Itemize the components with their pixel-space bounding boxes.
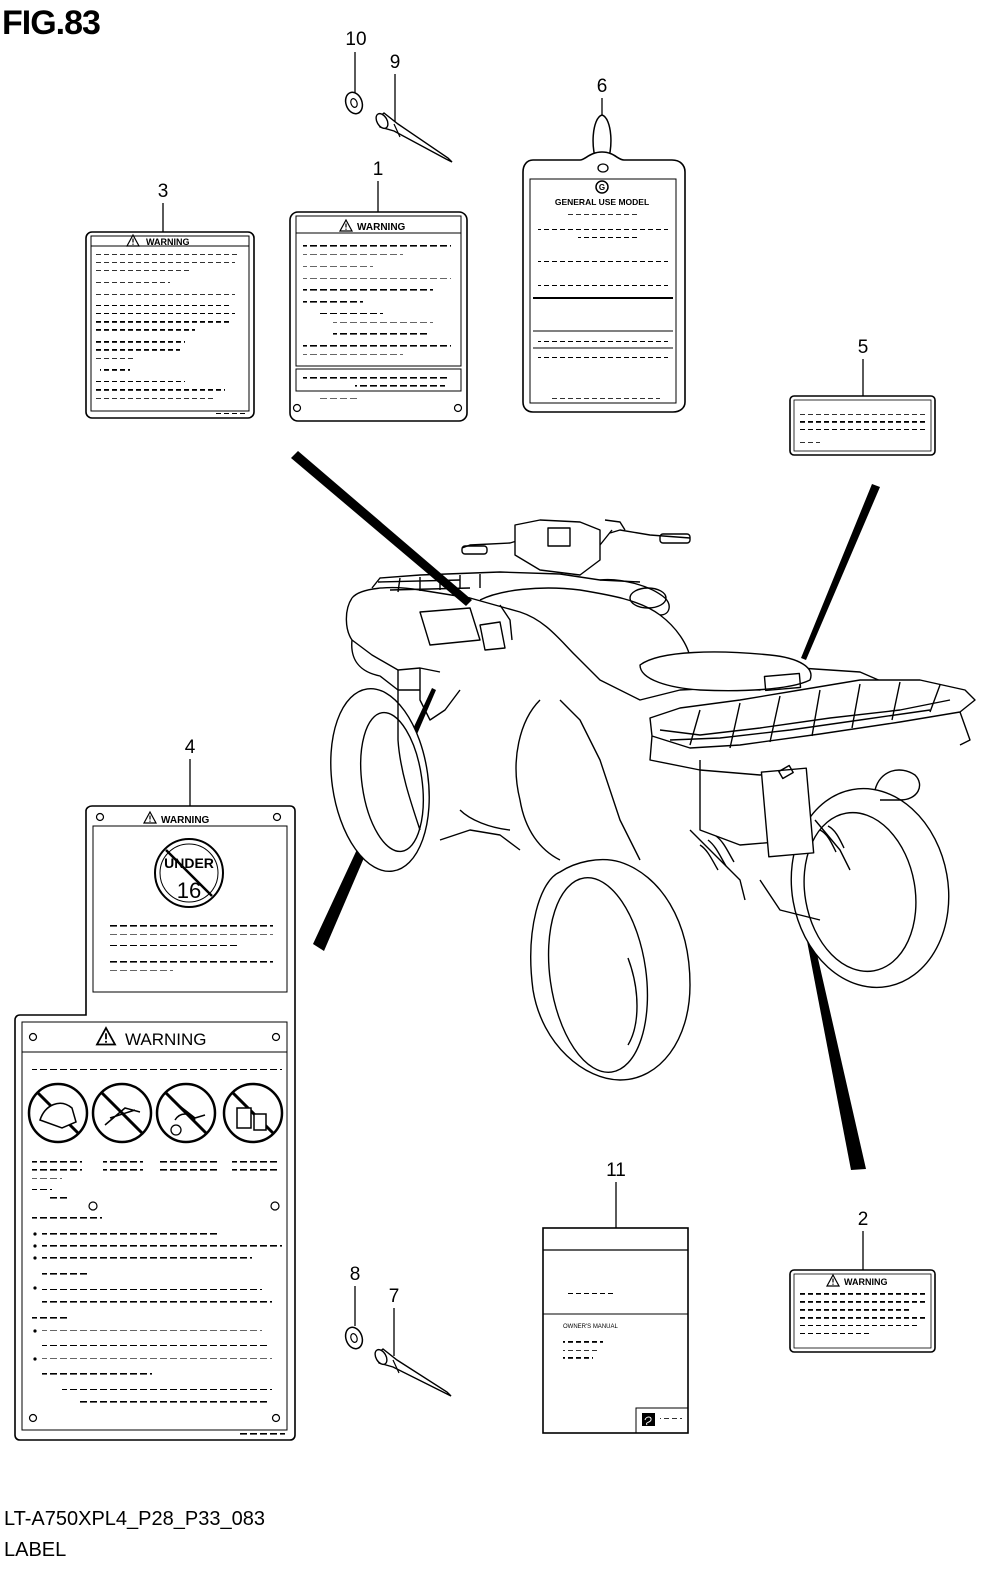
callout-3-label: 3 [158,181,169,202]
rivet-9 [375,112,453,163]
label-4-under: UNDER [164,855,214,871]
label-4-warning-main: WARNING [125,1030,207,1049]
label-11: OWNER'S MANUAL [542,1227,689,1434]
label-11-title: OWNER'S MANUAL [563,1324,618,1330]
label-1-warning: WARNING [357,222,406,233]
label-3: WARNING [85,231,255,419]
label-4-age: 16 [177,878,201,903]
callout-11-label: 11 [606,1160,626,1181]
circled-letter-icon [595,180,609,194]
brand-logo-icon [642,1413,655,1426]
figure-title: FIG.83 [2,4,101,42]
label-4: WARNING UNDER 16 WARNING [14,805,296,1441]
svg-text:G: G [599,183,605,192]
callout-7: 7 [389,1286,400,1356]
figure-name: LABEL [4,1539,67,1561]
label-6: G GENERAL USE MODEL [522,114,686,413]
pictogram-row [27,1082,284,1144]
callout-3: 3 [158,181,169,233]
label-2: WARNING [789,1269,936,1353]
figure-code: LT-A750XPL4_P28_P33_083 [4,1508,265,1530]
label-6-heading: GENERAL USE MODEL [555,197,649,207]
label-3-warning: WARNING [146,237,190,247]
callout-6-label: 6 [597,76,608,97]
label-5 [789,395,936,456]
label-1: WARNING [289,211,468,422]
rivet-7 [374,1348,452,1397]
callout-4: 4 [185,737,196,806]
washer-10 [344,91,364,115]
callout-2-label: 2 [858,1209,869,1230]
callout-1: 1 [373,159,384,214]
callout-8-label: 8 [350,1264,361,1285]
callout-2: 2 [858,1209,869,1270]
label-4-warning-top: WARNING [161,815,210,826]
callout-5-label: 5 [858,337,869,358]
washer-8 [344,1326,364,1350]
pointer-label-5 [801,484,880,660]
callout-8: 8 [350,1264,361,1326]
callout-4-label: 4 [185,737,196,758]
pointer-label-1 [291,451,472,606]
callout-11: 11 [606,1160,626,1228]
callout-5: 5 [858,337,869,397]
callout-10: 10 [345,29,367,93]
atv-illustration [330,519,976,1081]
callout-7-label: 7 [389,1286,400,1307]
label-2-warning: WARNING [844,1277,888,1287]
callout-9-label: 9 [390,52,401,73]
callout-9: 9 [390,52,401,124]
callout-10-label: 10 [345,29,366,50]
callout-1-label: 1 [373,159,384,180]
callout-6: 6 [597,76,608,115]
